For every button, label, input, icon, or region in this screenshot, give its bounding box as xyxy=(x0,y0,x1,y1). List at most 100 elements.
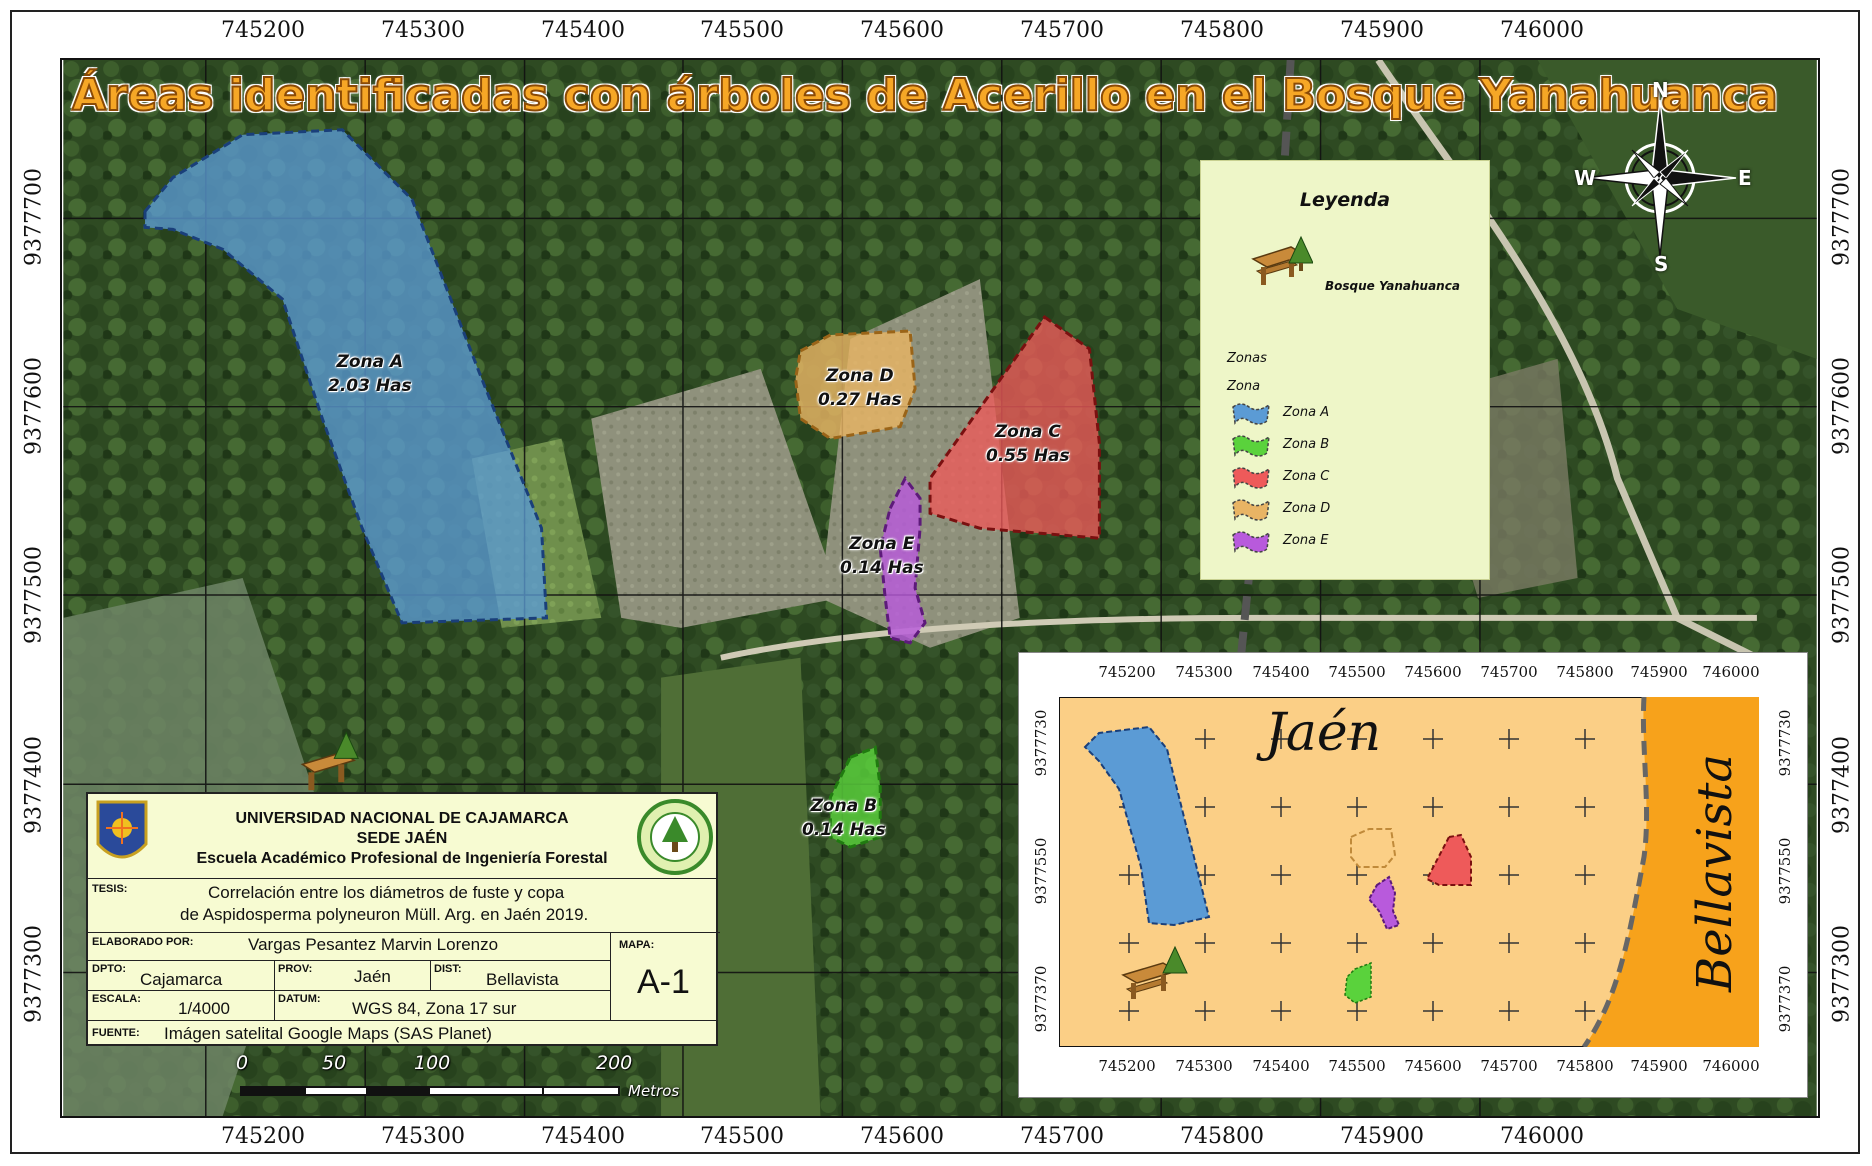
inset-right-coord-9377550: 9377550 xyxy=(1776,837,1794,905)
inset-map-canvas xyxy=(1059,697,1759,1047)
inset-left-coord-9377730: 9377730 xyxy=(1032,709,1050,777)
compass-n: N xyxy=(1652,78,1669,102)
inset-bottom-coord-745800: 745800 xyxy=(1556,1057,1614,1075)
prov-label: PROV: xyxy=(278,963,313,975)
prov-value: Jaén xyxy=(354,967,391,986)
inset-bottom-coord-745600: 745600 xyxy=(1404,1057,1462,1075)
inset-picnic-icon xyxy=(1121,945,1188,999)
location-row: DPTO: Cajamarca PROV: Jaén DIST: Bellavi… xyxy=(88,960,610,991)
zone-d-polygon xyxy=(794,329,917,441)
inset-bottom-coord-745500: 745500 xyxy=(1328,1057,1386,1075)
compass-s: S xyxy=(1654,252,1669,276)
dist-label: DIST: xyxy=(434,963,462,975)
map-title: Áreas identificadas con árboles de Aceri… xyxy=(71,69,1779,122)
mapa-value: A-1 xyxy=(637,963,690,1001)
legend-forest-label: Bosque Yanahuanca xyxy=(1325,279,1460,293)
tesis-label: TESIS: xyxy=(92,883,128,895)
escala-label: ESCALA: xyxy=(92,993,141,1005)
picnic-table-map-icon xyxy=(300,731,359,791)
top-coord-745200: 745200 xyxy=(221,18,305,43)
legend-item-2: Zona B xyxy=(1283,437,1330,452)
inset-left-coord-9377370: 9377370 xyxy=(1032,965,1050,1033)
north-arrow: N S W E xyxy=(1574,78,1752,282)
right-coord-9377600: 9377600 xyxy=(1829,357,1855,455)
picnic-table-icon xyxy=(1251,235,1313,285)
zone-a-area: 2.03 Has xyxy=(328,376,412,396)
escala-value: 1/4000 xyxy=(178,999,230,1018)
legend-zonas-label: Zonas xyxy=(1227,351,1267,366)
right-coord-9377300: 9377300 xyxy=(1829,925,1855,1023)
bottom-coord-745900: 745900 xyxy=(1340,1124,1424,1149)
scale-tick-0: 0 xyxy=(236,1052,249,1074)
inset-top-coord-745800: 745800 xyxy=(1556,663,1614,681)
dist-value: Bellavista xyxy=(486,970,559,989)
zone-a-label: Zona A 2.03 Has xyxy=(328,350,412,398)
legend-zona-label: Zona xyxy=(1227,379,1261,394)
left-coord-9377400: 9377400 xyxy=(21,736,47,834)
inset-jaen-label: Jaén xyxy=(1265,703,1382,763)
mapa-label: MAPA: xyxy=(619,939,655,951)
legend-item-3: Zona C xyxy=(1283,469,1330,484)
scale-tick-50: 50 xyxy=(322,1052,347,1074)
zone-e-label: Zona E 0.14 Has xyxy=(840,532,924,580)
legend-title: Leyenda xyxy=(1299,189,1391,211)
inset-bellavista-label: Bellavista xyxy=(1687,753,1743,993)
title-block: UNIVERSIDAD NACIONAL DE CAJAMARCA SEDE J… xyxy=(86,792,720,1046)
zone-b-polygon xyxy=(828,745,882,849)
right-coord-9377500: 9377500 xyxy=(1829,546,1855,644)
faculty-seal-icon xyxy=(637,799,713,875)
right-coord-9377700: 9377700 xyxy=(1829,168,1855,266)
dpto-label: DPTO: xyxy=(92,963,127,975)
legend-swatch-2 xyxy=(1232,435,1270,457)
elaborado-value: Vargas Pesantez Marvin Lorenzo xyxy=(248,935,499,954)
zone-e-name: Zona E xyxy=(849,534,915,554)
zone-c-name: Zona C xyxy=(994,422,1061,442)
inset-top-coord-745700: 745700 xyxy=(1480,663,1538,681)
bottom-coord-745700: 745700 xyxy=(1020,1124,1104,1149)
legend-item-5: Zona E xyxy=(1283,533,1329,548)
compass-w: W xyxy=(1574,166,1597,190)
inset-top-coord-745400: 745400 xyxy=(1252,663,1310,681)
fuente-value: Imágen satelital Google Maps (SAS Planet… xyxy=(164,1024,492,1043)
top-coord-745600: 745600 xyxy=(860,18,944,43)
zone-b-name: Zona B xyxy=(810,796,878,816)
bottom-coord-745800: 745800 xyxy=(1180,1124,1264,1149)
zone-a-name: Zona A xyxy=(336,352,404,372)
top-coord-745400: 745400 xyxy=(541,18,625,43)
left-coord-9377500: 9377500 xyxy=(21,546,47,644)
inset-bottom-coord-745300: 745300 xyxy=(1175,1057,1233,1075)
zone-b-area: 0.14 Has xyxy=(802,820,886,840)
outer-frame xyxy=(10,10,1860,1154)
legend-item-4: Zona D xyxy=(1283,501,1331,516)
bottom-coord-745300: 745300 xyxy=(381,1124,465,1149)
inset-top-coord-745500: 745500 xyxy=(1328,663,1386,681)
top-coord-745700: 745700 xyxy=(1020,18,1104,43)
left-coord-9377300: 9377300 xyxy=(21,925,47,1023)
elaborado-label: ELABORADO POR: xyxy=(92,936,194,948)
scale-tick-100: 100 xyxy=(414,1052,451,1074)
inset-top-coord-745600: 745600 xyxy=(1404,663,1462,681)
inset-right-coord-9377370: 9377370 xyxy=(1776,965,1794,1033)
scale-tick-200: 200 xyxy=(596,1052,633,1074)
inset-top-coord-745300: 745300 xyxy=(1175,663,1233,681)
zone-c-polygon xyxy=(928,314,1101,540)
fuente-label: FUENTE: xyxy=(92,1027,140,1039)
school-name: Escuela Académico Profesional de Ingenie… xyxy=(196,850,608,867)
dpto-value: Cajamarca xyxy=(140,970,223,989)
zone-b-label: Zona B 0.14 Has xyxy=(802,794,886,842)
datum-label: DATUM: xyxy=(278,993,321,1005)
inset-right-coord-9377730: 9377730 xyxy=(1776,709,1794,777)
inset-left-coord-9377550: 9377550 xyxy=(1032,837,1050,905)
compass-e: E xyxy=(1738,166,1752,190)
top-coord-746000: 746000 xyxy=(1500,18,1584,43)
zone-c-label: Zona C 0.55 Has xyxy=(986,420,1070,468)
bottom-coord-745600: 745600 xyxy=(860,1124,944,1149)
left-coord-9377700: 9377700 xyxy=(21,168,47,266)
zone-c-area: 0.55 Has xyxy=(986,446,1070,466)
zone-d-area: 0.27 Has xyxy=(818,390,902,410)
inset-bottom-coord-745900: 745900 xyxy=(1630,1057,1688,1075)
legend-swatch-5 xyxy=(1232,531,1270,553)
bottom-coord-745400: 745400 xyxy=(541,1124,625,1149)
